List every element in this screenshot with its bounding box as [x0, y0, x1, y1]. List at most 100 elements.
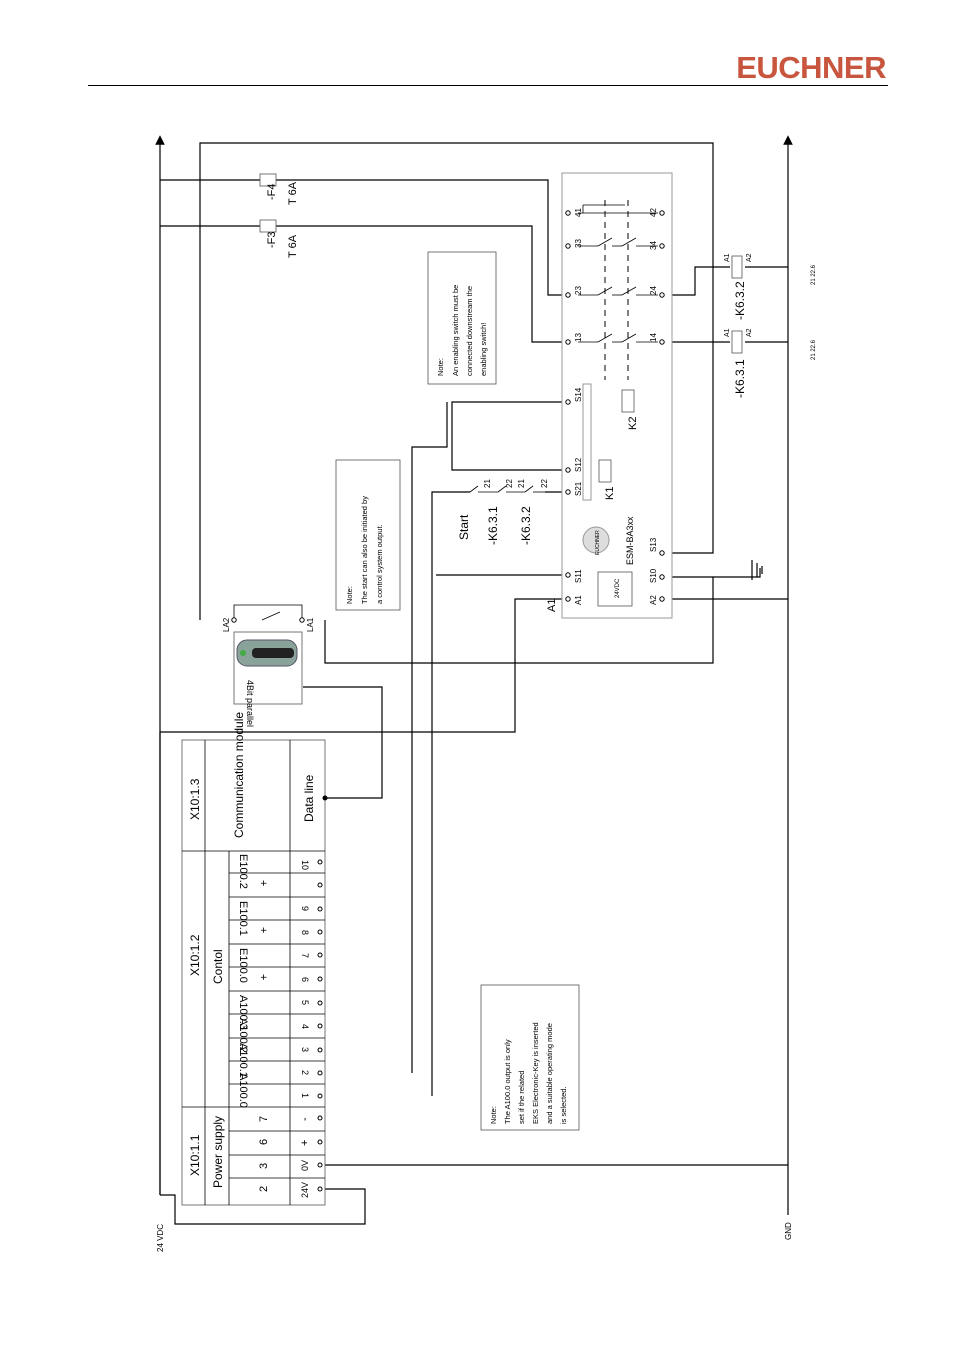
svg-text:A100.1: A100.1: [237, 1043, 249, 1078]
enabling-la1: LA1: [306, 617, 315, 632]
svg-text:+: +: [299, 1140, 311, 1146]
supply-rail-label: 24 VDC: [156, 1224, 165, 1252]
group-x10-1-3: X10:1.3: [188, 778, 202, 820]
terminal-s21: S21: [574, 481, 583, 496]
svg-text:7: 7: [300, 953, 310, 958]
k632-id: -K6.3.2: [733, 281, 747, 320]
svg-text:is selected.: is selected.: [559, 1086, 568, 1124]
terminal-41: 41: [574, 208, 583, 217]
fuse-f4-rating: T 6A: [287, 181, 299, 205]
terminal-14: 14: [649, 333, 658, 342]
group-power-supply: Power supply: [211, 1116, 225, 1188]
svg-text:+: +: [257, 880, 269, 886]
k2-coil: [621, 389, 635, 413]
fuse-f3-rating: T 6A: [287, 234, 299, 258]
ground-rail: GND: [783, 135, 793, 1240]
svg-text:E100.1: E100.1: [237, 901, 249, 936]
k632-a1: A1: [724, 253, 731, 262]
svg-text:-: -: [299, 1117, 311, 1121]
terminal-s11: S11: [574, 569, 583, 583]
k632-a2: A2: [746, 253, 753, 262]
terminal-a2: A2: [649, 595, 658, 605]
terminal-s10: S10: [649, 568, 658, 583]
fuse-f3-id: -F3: [266, 232, 278, 249]
fuse-f3: -F3 T 6A: [259, 219, 299, 258]
svg-text:2: 2: [258, 1186, 270, 1192]
terminal-24: 24: [649, 286, 658, 295]
svg-text:1: 1: [300, 1093, 310, 1098]
terminal-42: 42: [649, 208, 658, 217]
k632-xref: 21 22.6: [811, 264, 817, 285]
note-start: Note: The start can also be initiated by…: [335, 459, 401, 611]
k631-xref: 21 22.6: [811, 339, 817, 360]
svg-text:Note:: Note:: [436, 358, 445, 376]
svg-text:+: +: [257, 974, 269, 980]
svg-text:6: 6: [258, 1139, 270, 1145]
terminal-a1: A1: [574, 595, 583, 605]
supply-label: 24VDC: [615, 578, 621, 598]
terminal-s13: S13: [649, 537, 658, 552]
safety-relay: K1 K2 24VDC EUCHNER ESM-BA3xx: [561, 172, 673, 619]
data-line-label: Data line: [302, 774, 316, 822]
svg-text:8: 8: [300, 930, 310, 935]
group-x10-1-1: X10:1.1: [188, 1134, 202, 1176]
svg-text:9: 9: [300, 906, 310, 911]
terminal-block: X10:1.1 Power supply X10:1.2 Contol X10:…: [181, 712, 328, 1206]
svg-text:24V: 24V: [300, 1182, 310, 1198]
terminal-s12: S12: [574, 457, 583, 472]
svg-text:2: 2: [300, 1070, 310, 1075]
svg-text:enabling switch!: enabling switch!: [479, 323, 488, 376]
svg-text:E100.2: E100.2: [237, 854, 249, 889]
svg-text:Note:: Note:: [489, 1106, 498, 1124]
k631-id: -K6.3.1: [733, 359, 747, 398]
k631-a2: A2: [746, 328, 753, 337]
svg-text:Note:: Note:: [345, 586, 354, 604]
k631-a1: A1: [724, 328, 731, 337]
fuse-f4: -F4 T 6A: [259, 173, 299, 205]
svg-text:0V: 0V: [300, 1160, 310, 1171]
contact-22a: 22: [505, 479, 514, 488]
svg-text:set if the related: set if the related: [517, 1071, 526, 1124]
terminal-34: 34: [649, 241, 658, 250]
svg-text:E100.0: E100.0: [237, 948, 249, 983]
terminal-23: 23: [574, 286, 583, 295]
group-control: Contol: [211, 949, 225, 984]
svg-text:7: 7: [258, 1116, 270, 1122]
header-rule: [88, 85, 888, 86]
note-enabling: Note: An enabling switch must be connect…: [427, 251, 497, 385]
relay-terminals: A1 A2 S11 S10 S13 S21 S12 S14 13 14 23 2…: [546, 208, 665, 612]
svg-text:4: 4: [300, 1024, 310, 1029]
enabling-switch: LA2 LA1 4Bit parallel: [222, 604, 315, 727]
relay-a1-label: A1: [546, 599, 558, 612]
svg-text:and a suitable operating mode: and a suitable operating mode: [545, 1023, 554, 1124]
group-comm-module: Communication module: [232, 712, 246, 838]
k2-label: K2: [627, 417, 639, 430]
terminal-s14: S14: [574, 387, 583, 402]
svg-text:6: 6: [300, 977, 310, 982]
svg-text:5: 5: [300, 1000, 310, 1005]
svg-text:An enabling switch must be: An enabling switch must be: [451, 285, 460, 376]
start-label: Start: [457, 514, 471, 540]
euchner-logo: EUCHNER: [736, 50, 886, 85]
svg-text:connected downstream the: connected downstream the: [465, 286, 474, 376]
svg-text:The A100.0 output is only: The A100.0 output is only: [503, 1039, 512, 1124]
svg-text:A100.3: A100.3: [237, 995, 249, 1030]
k1-label: K1: [604, 487, 616, 500]
terminal-33: 33: [574, 239, 583, 248]
svg-text:3: 3: [258, 1163, 270, 1169]
svg-text:10: 10: [300, 860, 310, 870]
terminal-13: 13: [574, 333, 583, 342]
svg-text:A100.0: A100.0: [237, 1073, 249, 1108]
svg-text:a control system output.: a control system output.: [375, 524, 384, 604]
svg-text:The start can also be initiate: The start can also be initiated by: [360, 496, 369, 604]
relay-logo: EUCHNER: [595, 530, 601, 555]
enabling-interface: 4Bit parallel: [245, 680, 255, 727]
k1-coil: [598, 459, 612, 483]
relay-model: ESM-BA3xx: [625, 516, 635, 565]
ground-rail-label: GND: [784, 1222, 793, 1240]
svg-text:A100.2: A100.2: [237, 1018, 249, 1053]
contacts-41-42: [578, 204, 658, 214]
contact-21b: 21: [517, 479, 526, 488]
start-k632: -K6.3.2: [519, 506, 533, 545]
contact-21a: 21: [483, 479, 492, 488]
